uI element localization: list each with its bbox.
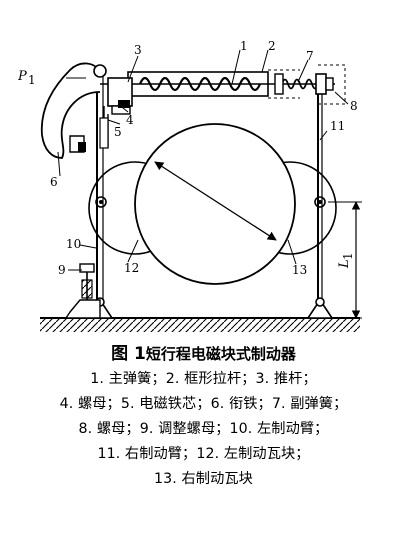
legend-item: 4. 螺母； — [59, 396, 121, 412]
label-10: 10 — [66, 237, 81, 251]
right-end-outline — [268, 64, 346, 105]
label-6: 6 — [50, 175, 58, 189]
legend-item: 12. 左制动瓦块； — [196, 446, 310, 462]
svg-text:L: L — [337, 259, 352, 269]
legend-item: 9. 调整螺母； — [139, 421, 230, 437]
label-11: 11 — [330, 119, 345, 133]
legend-item: 8. 螺母； — [78, 421, 140, 437]
legend-item: 7. 副弹簧； — [271, 396, 348, 412]
legend-item: 1. 主弹簧； — [90, 371, 166, 387]
right-nut — [274, 73, 334, 95]
leader-lines — [57, 49, 349, 271]
label-13: 13 — [292, 263, 307, 277]
armature — [40, 62, 101, 159]
label-2: 2 — [268, 39, 276, 53]
caption-title: 图 1短行程电磁块式制动器 — [0, 343, 407, 365]
brake-drum — [134, 123, 296, 285]
figure-caption: 图 1短行程电磁块式制动器 1. 主弹簧；2. 框形拉杆；3. 推杆； 4. 螺… — [0, 343, 407, 492]
figure-title: 短行程电磁块式制动器 — [145, 345, 296, 363]
dimension-l1 — [328, 201, 362, 319]
nut-4 — [118, 100, 130, 108]
legend-item: 11. 右制动臂； — [97, 446, 197, 462]
label-1: 1 — [240, 39, 248, 53]
label-l1: L 1 — [337, 252, 355, 269]
right-brake-arm — [306, 85, 334, 319]
legend-item: 2. 框形拉杆； — [165, 371, 256, 387]
caption-legend: 1. 主弹簧；2. 框形拉杆；3. 推杆； 4. 螺母；5. 电磁铁芯；6. 衔… — [0, 367, 407, 492]
label-5: 5 — [114, 125, 122, 139]
auxiliary-spring — [281, 78, 319, 90]
label-12: 12 — [124, 261, 139, 275]
frame-pull-rod — [100, 71, 335, 97]
armature-pivot — [93, 64, 107, 78]
figure-number: 图 1 — [111, 344, 146, 364]
main-spring — [138, 76, 262, 92]
svg-text:P: P — [17, 69, 27, 84]
legend-item: 5. 电磁铁芯； — [120, 396, 211, 412]
svg-text:1: 1 — [28, 73, 36, 87]
label-3: 3 — [134, 43, 142, 57]
label-9: 9 — [58, 263, 66, 277]
drum-diameter-arrow — [154, 161, 277, 241]
adjusting-nut — [64, 263, 101, 319]
legend-item: 13. 右制动瓦块 — [154, 471, 253, 487]
brake-diagram: P 1 1 2 3 4 5 6 7 8 9 10 11 12 13 L 1 — [17, 39, 362, 332]
legend-item: 6. 衔铁； — [210, 396, 272, 412]
label-4: 4 — [126, 113, 134, 127]
legend-item: 10. 左制动臂； — [229, 421, 329, 437]
legend-item: 3. 推杆； — [255, 371, 317, 387]
label-7: 7 — [306, 49, 314, 63]
label-p1: P 1 — [17, 69, 36, 87]
ground-base — [40, 317, 360, 332]
label-8: 8 — [350, 99, 358, 113]
svg-text:1: 1 — [341, 252, 355, 260]
